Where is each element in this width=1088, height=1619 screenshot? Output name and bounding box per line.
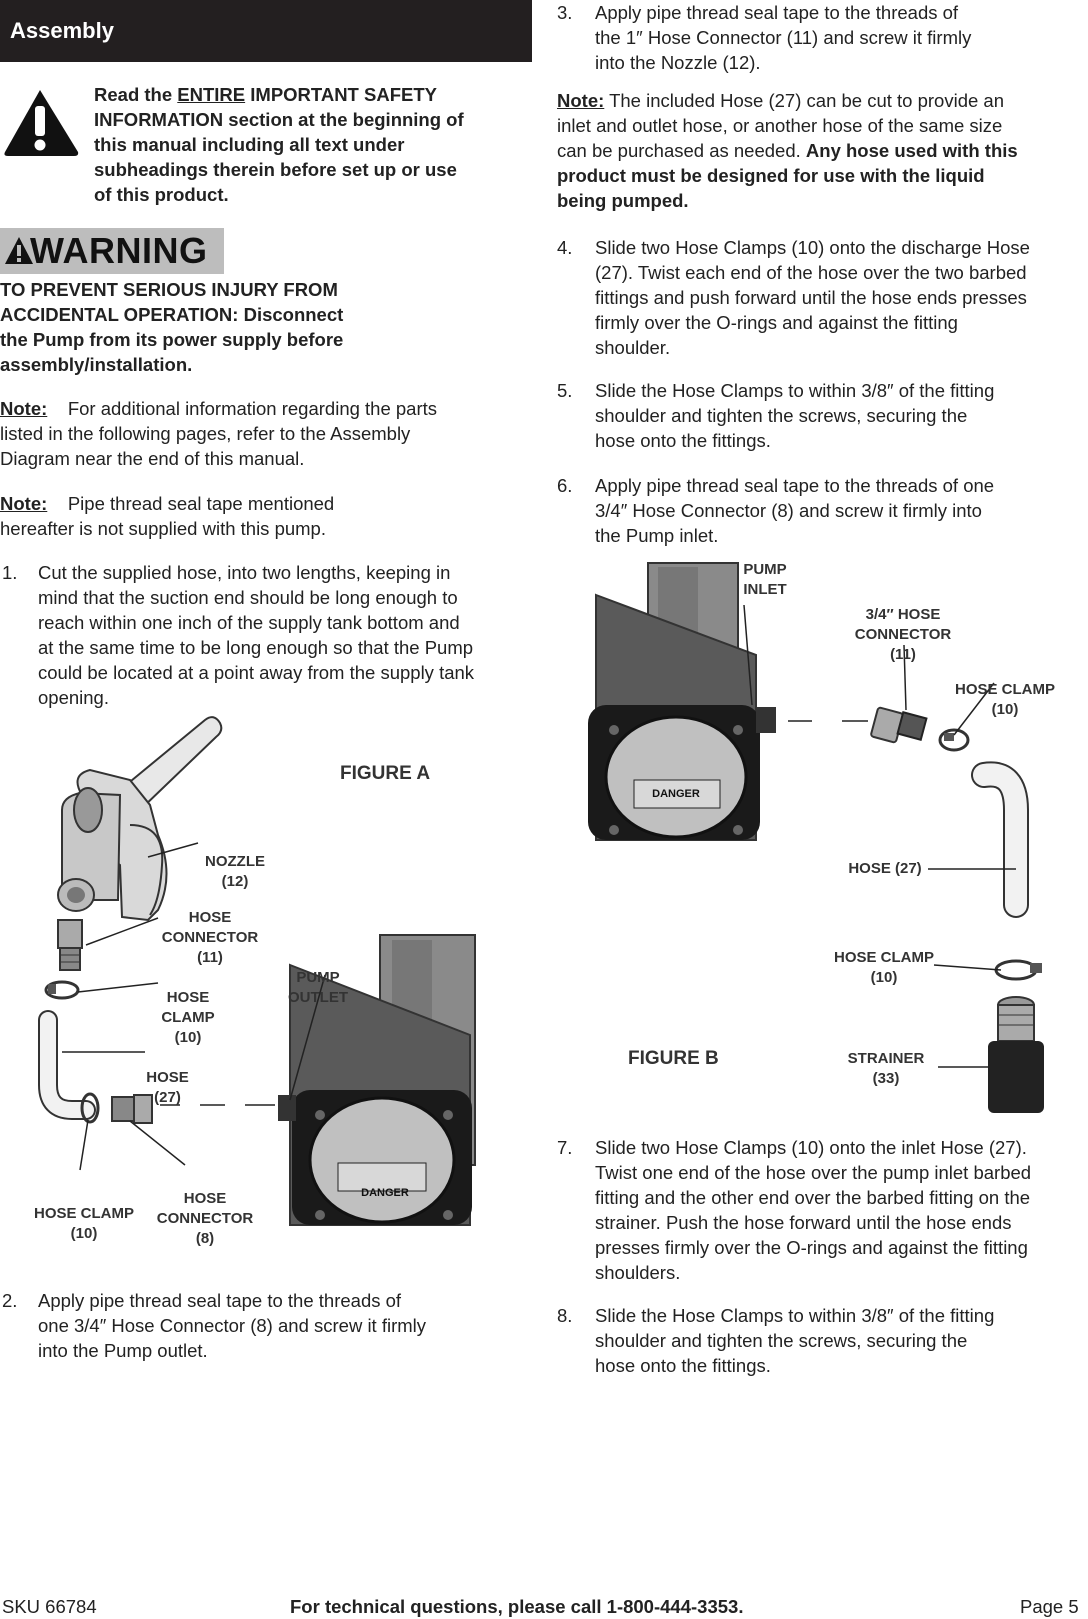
pump-illustration [588, 562, 776, 841]
note-text: For additional information regarding the… [0, 398, 438, 469]
note-bold-text: Any hose used with this product must be … [557, 140, 1018, 211]
step-5-text: Slide the Hose Clamps to within 3/8″ of … [595, 380, 995, 451]
label-hose-clamp-a-bottom: HOSE CLAMP (10) [34, 1205, 135, 1242]
step-number: 5. [557, 380, 573, 401]
hose-connector-illustration [870, 706, 928, 744]
pump-illustration [278, 934, 476, 1226]
warning-label: WARNING [30, 230, 208, 271]
label-pump-outlet: PUMP OUTLET [288, 969, 348, 1006]
safety-prefix: Read the [94, 84, 178, 105]
label-hose-connector-11: HOSE CONNECTOR (11) [161, 909, 259, 966]
safety-rest: IMPORTANT SAFETY INFORMATION section at … [94, 84, 464, 205]
figure-a-leaders [62, 842, 326, 1171]
label-hose-clamp-b-top: HOSE CLAMP (10) [955, 681, 1056, 718]
step-7-text: Slide two Hose Clamps (10) onto the inle… [595, 1137, 1032, 1283]
note-label: Note: [557, 90, 605, 111]
note-label: Note: [0, 493, 48, 514]
step-3-text: Apply pipe thread seal tape to the threa… [595, 2, 972, 73]
warning-triangle-icon [5, 237, 33, 264]
strainer-illustration [988, 996, 1044, 1113]
step-number: 6. [557, 475, 573, 496]
hose-clamp-top-illustration [938, 728, 970, 752]
step-number: 3. [557, 2, 573, 23]
footer-support: For technical questions, please call 1-8… [290, 1596, 744, 1617]
section-header: Assembly [0, 0, 532, 62]
figure-b-leaders [743, 604, 1016, 1068]
step-number: 4. [557, 237, 573, 258]
note-seal-tape: Note: Pipe thread seal tape mentioned he… [0, 491, 400, 541]
safety-notice: Read the ENTIRE IMPORTANT SAFETY INFORMA… [94, 82, 474, 207]
step-1-text: Cut the supplied hose, into two lengths,… [38, 562, 475, 708]
hose-clamp-bottom-illustration [994, 959, 1042, 981]
safety-alert-icon [4, 90, 79, 156]
danger-plate-text: DANGER [652, 788, 700, 800]
step-6-text: Apply pipe thread seal tape to the threa… [595, 475, 995, 546]
figure-b-diagram [588, 562, 1044, 1113]
safety-entire: ENTIRE [177, 84, 246, 105]
hose-connector-8-illustration [111, 1094, 153, 1124]
danger-plate-text: DANGER [361, 1187, 409, 1199]
step-number: 7. [557, 1137, 573, 1158]
footer-page-number: Page 5 [1020, 1596, 1079, 1617]
warning-text: TO PREVENT SERIOUS INJURY FROM ACCIDENTA… [0, 279, 344, 375]
warning-badge: WARNING [0, 228, 224, 274]
hose-clamp-top-illustration [44, 980, 80, 1000]
step-number: 8. [557, 1305, 573, 1326]
note-text: The included Hose (27) can be cut to pro… [557, 90, 1004, 161]
label-hose-clamp-b-bottom: HOSE CLAMP (10) [834, 949, 935, 986]
label-hose-connector-b: 3/4″ HOSE CONNECTOR (11) [854, 606, 952, 663]
note-text: Pipe thread seal tape mentioned hereafte… [0, 493, 335, 539]
step-8-text: Slide the Hose Clamps to within 3/8″ of … [595, 1305, 995, 1376]
hose-illustration [971, 761, 1029, 918]
hose-illustration [38, 1010, 96, 1120]
step-2-text: Apply pipe thread seal tape to the threa… [38, 1290, 427, 1361]
label-hose-connector-8: HOSE CONNECTOR (8) [156, 1190, 254, 1247]
label-strainer: STRAINER (33) [847, 1050, 925, 1087]
step-4-text: Slide two Hose Clamps (10) onto the disc… [595, 237, 1030, 358]
nozzle-illustration [57, 716, 223, 922]
label-pump-inlet: PUMP INLET [743, 561, 787, 598]
hose-clamp-bottom-illustration [80, 1092, 100, 1124]
danger-plate-b: DANGER [652, 788, 700, 800]
step-number: 2. [2, 1290, 18, 1311]
figure-b-title: FIGURE B [628, 1048, 719, 1069]
note-hose: Note: The included Hose (27) can be cut … [557, 88, 1037, 213]
figure-a-diagram [38, 716, 476, 1226]
footer-sku: SKU 66784 [2, 1596, 97, 1617]
danger-plate-a: DANGER [361, 1187, 409, 1199]
label-hose-clamp-a-top: HOSE CLAMP (10) [161, 989, 215, 1046]
hose-connector-11-illustration [57, 919, 83, 971]
label-nozzle: NOZZLE (12) [205, 853, 265, 890]
note-label: Note: [0, 398, 48, 419]
step-number: 1. [2, 562, 18, 583]
label-hose-b: HOSE (27) [848, 860, 922, 877]
note-assembly-diagram: Note: For additional information regardi… [0, 396, 450, 471]
section-title: Assembly [10, 18, 114, 43]
figure-a-title: FIGURE A [340, 763, 431, 784]
label-hose-a: HOSE (27) [146, 1069, 189, 1106]
